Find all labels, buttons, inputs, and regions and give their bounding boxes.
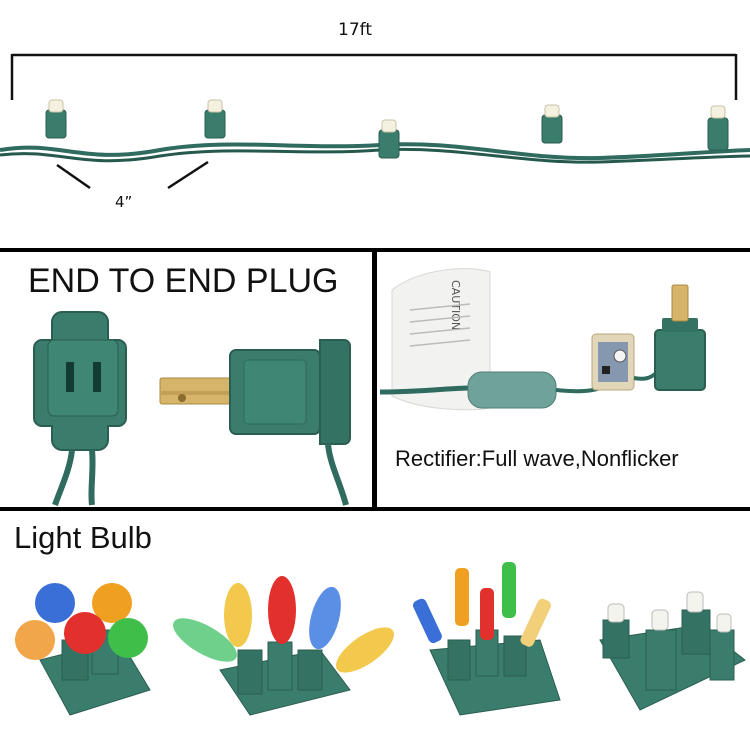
strand-socket — [707, 105, 729, 151]
dimension-bracket — [10, 53, 738, 100]
bulb-style-mini — [413, 562, 561, 716]
bulb-style-5mm — [599, 591, 746, 711]
strand-socket — [541, 104, 563, 144]
strand-socket — [378, 119, 400, 159]
male-plug — [159, 339, 351, 506]
strand-socket — [204, 99, 226, 139]
bulb-spacing-label: 4” — [115, 193, 133, 211]
light-strand — [0, 99, 750, 164]
bulb-style-g12 — [15, 583, 151, 716]
divider-bottom — [0, 507, 750, 511]
plug-panel-title: END TO END PLUG — [28, 262, 339, 300]
bulb-style-c6 — [173, 576, 394, 716]
bulb-section-title: Light Bulb — [14, 520, 152, 555]
rectifier-module — [379, 284, 706, 409]
plug-slot — [93, 362, 101, 392]
female-plug — [33, 311, 127, 506]
divider-vertical — [372, 250, 377, 508]
spacing-indicator — [56, 160, 209, 190]
rectifier-caption: Rectifier:Full wave,Nonflicker — [395, 446, 679, 471]
strand-length-label: 17ft — [338, 20, 372, 40]
strand-socket — [45, 99, 67, 139]
plug-slot — [66, 362, 74, 392]
